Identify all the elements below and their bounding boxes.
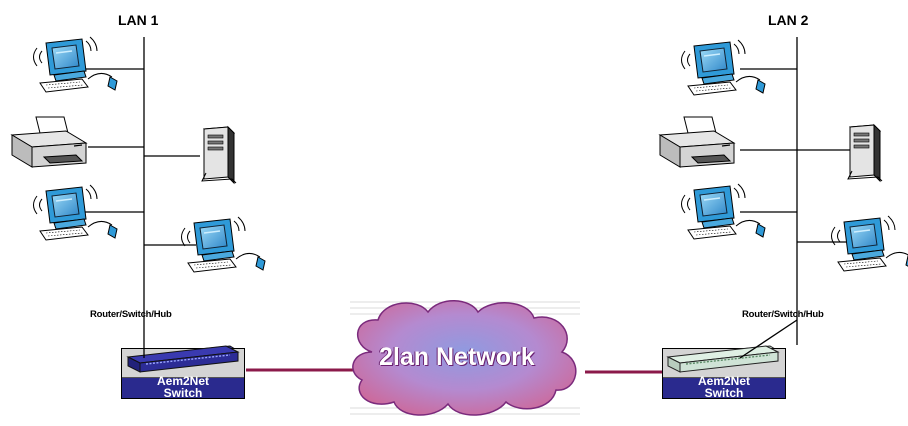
lan2-workstation-3-icon — [830, 215, 908, 272]
lan1-printer-icon — [11, 116, 87, 168]
lan2-switch-name: Aem2Net — [697, 374, 751, 388]
lan1-switch-type: Switch — [163, 387, 203, 398]
lan1-backbone — [75, 37, 200, 345]
lan1-switch-name: Aem2Net — [156, 374, 210, 388]
lan2-switch-box: Aem2Net Switch — [662, 348, 786, 399]
cloud-icon — [350, 300, 580, 416]
lan1-hub-label: Router/Switch/Hub — [90, 309, 172, 320]
lan1-switch-box: Aem2Net Switch — [121, 348, 245, 399]
lan2-hub-label: Router/Switch/Hub — [742, 309, 824, 320]
wan-links — [246, 368, 665, 374]
lan1-title: LAN 1 — [118, 12, 159, 28]
cloud-label: 2lan Network — [379, 343, 535, 371]
lan2-server-icon — [847, 124, 883, 182]
lan2-backbone — [740, 37, 850, 345]
lan2-switch-type: Switch — [704, 387, 744, 398]
lan1-server-icon — [201, 126, 237, 184]
lan2-workstation-1-icon — [680, 39, 766, 96]
lan1-workstation-1-icon — [32, 36, 118, 93]
lan2-printer-icon — [659, 116, 735, 168]
lan2-title: LAN 2 — [768, 12, 809, 28]
